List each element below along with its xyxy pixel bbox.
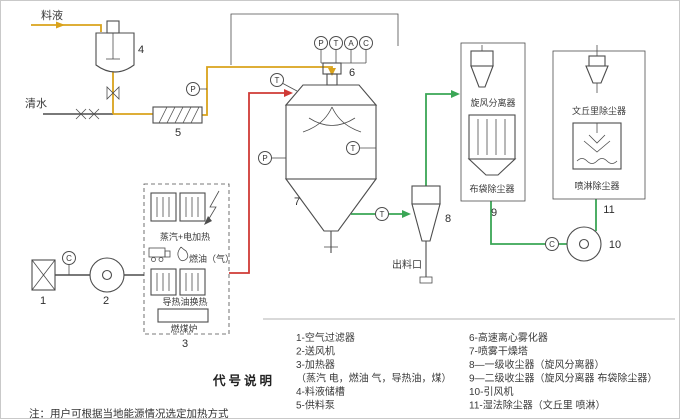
legend-item: 9—二级收尘器（旋风分离器 布袋除尘器） — [469, 372, 657, 385]
fuel-truck-icon — [148, 247, 171, 262]
cyclone-separator-label: 旋风分离器 — [470, 97, 515, 108]
supply-blower — [89, 257, 125, 293]
legend-item: 11-湿法除尘器（文丘里 喷淋） — [469, 399, 606, 412]
legend-item: 3-加热器 — [296, 358, 335, 371]
spray-scrubber-unit — [572, 122, 622, 170]
bag-filter-unit — [467, 114, 517, 176]
feed-pressure-gauge-icon: P — [186, 82, 200, 96]
legend-item: 2-送风机 — [296, 345, 335, 358]
thermal-oil-label: 导热油换热 — [162, 296, 207, 307]
cyclone-separator-unit — [470, 45, 494, 88]
legend-item: 7-喷雾干燥塔 — [469, 345, 528, 358]
tower-analyzer-icon: A — [344, 36, 358, 50]
heater-box: 蒸汽+电加热 燃油（气） 导热油换热 燃煤炉 — [143, 183, 234, 335]
flame-icon — [177, 246, 189, 262]
support-frame — [230, 13, 399, 65]
exhaust-temperature-gauge-icon: T — [375, 207, 389, 221]
feed-tank — [95, 20, 135, 100]
bag-filter-label: 布袋除尘器 — [469, 183, 514, 194]
equipment-number-6: 6 — [349, 67, 355, 79]
wall-pressure-gauge-icon: P — [258, 151, 272, 165]
secondary-collector-box: 旋风分离器 布袋除尘器 — [460, 42, 526, 202]
instrument-letter: T — [275, 76, 280, 85]
instrument-letter: T — [351, 144, 356, 153]
legend-title: 代号说明 — [212, 373, 275, 388]
venturi-label: 文丘里除尘器 — [572, 105, 626, 116]
feed-pump — [152, 106, 203, 124]
equipment-number-9: 9 — [491, 207, 497, 219]
legend-item: 1-空气过滤器 — [296, 331, 355, 344]
legend-item: 6-高速离心雾化器 — [469, 331, 548, 344]
exhaust-pipeline — [351, 90, 597, 245]
equipment-number-10: 10 — [609, 239, 621, 251]
water-valves-icon — [75, 108, 100, 120]
inlet-temperature-gauge-icon: T — [270, 73, 284, 87]
equipment-number-1: 1 — [40, 295, 46, 307]
instrument-letter: C — [549, 240, 555, 249]
instrument-letter: P — [318, 39, 323, 48]
wet-collector-box: 文丘里除尘器 喷淋除尘器 — [552, 45, 646, 200]
lightning-icon — [206, 190, 220, 223]
valve-icon — [106, 86, 120, 100]
instrument-letter: P — [262, 154, 267, 163]
instrument-letter: C — [363, 39, 369, 48]
air-ducts — [43, 113, 144, 276]
legend-item: 4-料液储槽 — [296, 385, 345, 398]
primary-cyclone — [411, 185, 441, 284]
equipment-number-4: 4 — [138, 44, 144, 56]
equipment-number-7: 7 — [294, 196, 300, 208]
equipment-number-3: 3 — [182, 338, 188, 350]
instrument-letter: T — [334, 39, 339, 48]
fuel-oil-gas-label: 燃油（气） — [189, 253, 234, 264]
air-filter — [31, 259, 56, 291]
hot-air-pipeline — [229, 89, 293, 274]
chamber-temperature-gauge-icon: T — [346, 141, 360, 155]
feed-liquid-label: 料液 — [41, 8, 63, 22]
legend-item: 10-引风机 — [469, 385, 513, 398]
legend-item: 8—一级收尘器（旋风分离器） — [469, 358, 605, 371]
legend-item: （蒸汽 电，燃油 气，导热油，煤） — [296, 372, 452, 385]
legend: 代号说明 1-空气过滤器 2-送风机 3-加热器 （蒸汽 电，燃油 气，导热油，… — [212, 331, 657, 412]
equipment-number-8: 8 — [445, 213, 451, 225]
legend-item: 5-供料泵 — [296, 399, 335, 412]
spray-tower — [284, 84, 378, 253]
blower-controller-icon: C — [62, 251, 76, 265]
instrument-letter: P — [190, 85, 195, 94]
tower-temperature-gauge-icon: T — [329, 36, 343, 50]
steam-electric-heater — [150, 190, 220, 225]
tower-pressure-gauge-icon: P — [314, 36, 328, 50]
instrument-letter: C — [66, 254, 72, 263]
induced-draft-fan — [566, 226, 602, 262]
feed-pipeline — [31, 21, 336, 116]
instrument-leads — [68, 49, 376, 275]
instrument-letter: T — [380, 210, 385, 219]
discharge-port-label: 出料口 — [392, 258, 422, 271]
instrument-letter: A — [348, 39, 354, 48]
equipment-number-11: 11 — [603, 204, 614, 216]
equipment-number-5: 5 — [175, 127, 181, 139]
thermal-oil-heater — [150, 268, 206, 296]
footnote: 注：用户可根据当地能源情况选定加热方式 — [29, 407, 229, 419]
equipment-number-2: 2 — [103, 295, 109, 307]
steam-electric-label: 蒸汽+电加热 — [160, 231, 210, 242]
coal-furnace-box — [157, 308, 209, 323]
fan-controller-icon: C — [545, 237, 559, 251]
spray-scrubber-label: 喷淋除尘器 — [574, 180, 619, 191]
coal-furnace-label: 燃煤炉 — [170, 323, 197, 334]
tower-controller-icon: C — [359, 36, 373, 50]
venturi-unit — [585, 45, 609, 93]
clean-water-label: 清水 — [25, 97, 47, 110]
